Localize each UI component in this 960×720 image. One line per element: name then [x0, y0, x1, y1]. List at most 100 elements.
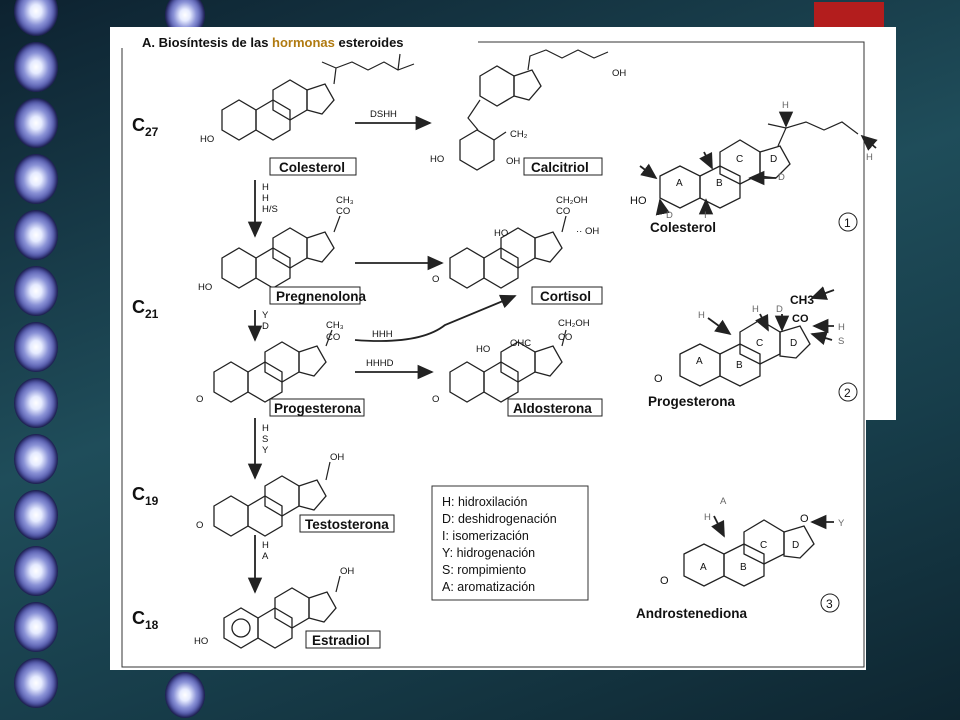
bead-ornament — [14, 378, 58, 428]
legend-item: Y: hidrogenación — [442, 546, 535, 560]
ring-letter: D — [770, 154, 777, 165]
atom-label: CO — [556, 206, 570, 217]
estradiol-structure: OH HO — [194, 566, 354, 649]
atom-label: CH₃ — [336, 195, 354, 206]
reaction-label: A — [262, 551, 269, 562]
modification-h: H — [752, 304, 759, 315]
compound-label-pregnenolona: Pregnenolona — [276, 289, 367, 304]
reaction-label: Y — [262, 445, 269, 456]
modification-d: D — [778, 172, 785, 183]
reaction-label: H — [262, 423, 269, 434]
ring-letter: D — [790, 338, 797, 349]
circle-number-text: 3 — [826, 597, 833, 611]
compound-label-colesterol: Colesterol — [279, 160, 345, 175]
right-label-androstenediona: Androstenediona — [636, 606, 747, 621]
atom-label: O — [432, 274, 439, 285]
reaction-arrow — [354, 294, 517, 342]
compound-label-calcitriol: Calcitriol — [531, 160, 589, 175]
bead-ornament — [14, 42, 58, 92]
modification-a: A — [720, 496, 727, 507]
atom-label: O — [196, 394, 203, 405]
atom-label: CO — [558, 332, 572, 343]
reaction-label-hhhd: HHHD — [366, 358, 394, 369]
label-box — [299, 514, 395, 533]
ring-letter: D — [792, 540, 799, 551]
reaction-label-hhh: HHH — [372, 329, 393, 340]
bead-ornament — [14, 322, 58, 372]
label-box — [269, 286, 361, 305]
label-box — [531, 286, 603, 305]
carbon-label-c21: C21 — [132, 297, 159, 321]
atom-label: HO — [494, 228, 508, 239]
bead-ornament — [14, 602, 58, 652]
circle-number — [820, 593, 840, 613]
ring-letter: C — [736, 154, 743, 165]
ring-letter: A — [696, 356, 703, 367]
label-box — [507, 398, 603, 417]
atom-label: HO — [200, 134, 214, 145]
compound-label-progesterona: Progesterona — [274, 401, 362, 416]
reaction-label-dshh: DSHH — [370, 109, 397, 120]
atom-label: CH₃ — [326, 320, 344, 331]
atom-label: CO — [326, 332, 340, 343]
circle-number-text: 1 — [844, 216, 851, 230]
atom-label: HO — [194, 636, 208, 647]
atom-label: CH3 — [790, 293, 814, 307]
testosterona-structure: OH O — [196, 452, 344, 537]
decorative-bead-column — [14, 0, 70, 714]
atom-label: ·· OH — [576, 226, 599, 237]
bead-ornament — [14, 546, 58, 596]
atom-label: OH — [330, 452, 344, 463]
reaction-label: D — [262, 321, 269, 332]
legend-item: D: deshidrogenación — [442, 512, 557, 526]
carbon-label-c19: C19 — [132, 484, 159, 508]
bead-ornament — [14, 658, 58, 708]
atom-label: O — [654, 373, 663, 385]
diagram-frame — [121, 41, 865, 668]
right-progesterona-structure: A B C D O CH3 CO H H D H S — [654, 286, 845, 387]
bead-ornament — [14, 266, 58, 316]
modification-s: S — [838, 336, 844, 347]
reaction-label: H — [262, 540, 269, 551]
atom-label: CH₂OH — [558, 318, 590, 329]
modification-h: H — [866, 152, 873, 163]
carbon-label-c18: C18 — [132, 608, 159, 632]
right-label-colesterol: Colesterol — [650, 220, 716, 235]
atom-label: HO — [476, 344, 490, 355]
legend-item: H: hidroxilación — [442, 495, 528, 509]
progesterona-structure: CO CH₃ O — [196, 320, 344, 405]
atom-label: CH₂OH — [556, 195, 588, 206]
atom-label: CO — [792, 313, 809, 325]
ring-letter: B — [716, 178, 723, 189]
diagram-panel-edge — [110, 420, 122, 670]
right-label-progesterona: Progesterona — [648, 394, 736, 409]
aldosterona-structure: CO CH₂OH OHC HO O — [432, 318, 590, 405]
cortisol-structure: CO CH₂OH ·· OH HO O — [432, 195, 599, 289]
reaction-label: H — [262, 182, 269, 193]
atom-label: CH₂ — [510, 129, 528, 140]
ring-letter: C — [760, 540, 767, 551]
ring-letter: C — [756, 338, 763, 349]
atom-label: OHC — [510, 338, 531, 349]
atom-label: O — [800, 513, 809, 525]
modification-d: D — [666, 210, 673, 221]
modification-i: I — [704, 210, 707, 221]
legend-item: A: aromatización — [442, 580, 535, 594]
reaction-label: S — [262, 434, 268, 445]
bead-ornament — [14, 98, 58, 148]
atom-label: CO — [336, 206, 350, 217]
modification-h: H — [838, 322, 845, 333]
modification-h: H — [782, 100, 789, 111]
atom-label: HO — [430, 154, 444, 165]
modification-y: Y — [838, 518, 845, 529]
label-box — [269, 398, 365, 417]
calcitriol-structure: OH CH₂ HO OH — [430, 49, 626, 171]
modification-d: D — [776, 304, 783, 315]
atom-label: HO — [630, 195, 647, 207]
atom-label: OH — [340, 566, 354, 577]
legend-box — [431, 485, 589, 601]
compound-label-testosterona: Testosterona — [305, 517, 389, 532]
atom-label: HO — [198, 282, 212, 293]
colesterol-structure: HO — [200, 53, 415, 145]
atom-label: OH — [506, 156, 520, 167]
